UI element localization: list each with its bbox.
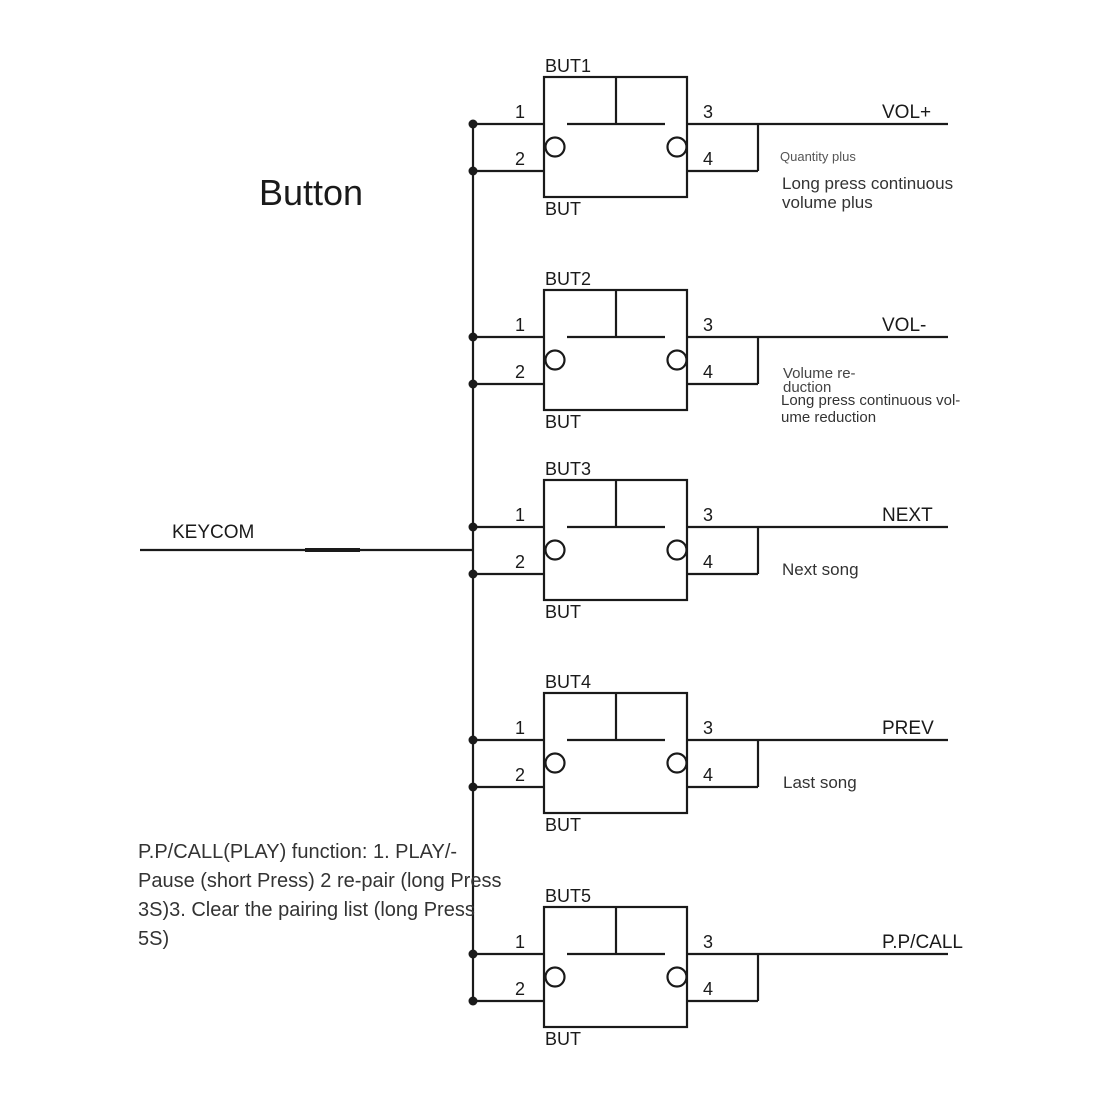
but4-pin3-label: 3 [703, 718, 713, 738]
but2-pin1-junction [468, 332, 478, 342]
but1-pin4-label: 4 [703, 149, 713, 169]
vol-minus-small-note: Volume re-duction [783, 365, 856, 396]
but1-pin3-label: 3 [703, 102, 713, 122]
but2-signal-label: VOL- [882, 315, 926, 336]
but4-pin1-junction [468, 735, 478, 745]
but4-label: BUT4 [545, 672, 591, 692]
but5-sub-label: BUT [545, 1029, 581, 1049]
button-group: BUT1BUT1234VOL+BUT2BUT1234VOL-BUT3BUT123… [468, 56, 963, 1049]
prev-note: Last song [783, 773, 857, 792]
but5-pin2-junction [468, 996, 478, 1006]
but1-contact-right [666, 136, 688, 158]
but1-sub-label: BUT [545, 199, 581, 219]
function-note: P.P/CALL(PLAY) function: 1. PLAY/-Pause … [138, 841, 502, 950]
but2-pin1-label: 1 [515, 315, 525, 335]
but3-pin2-label: 2 [515, 552, 525, 572]
but1-pin1-label: 1 [515, 102, 525, 122]
next-note: Next song [782, 560, 859, 579]
but3-pin1-junction [468, 522, 478, 532]
but4-pin2-label: 2 [515, 765, 525, 785]
but1-pin2-label: 2 [515, 149, 525, 169]
keycom-label: KEYCOM [172, 522, 254, 543]
but5-pin1-junction [468, 949, 478, 959]
but3-pin2-junction [468, 569, 478, 579]
but3-contact-left [544, 539, 566, 561]
but1-signal-label: VOL+ [882, 102, 931, 123]
vol-plus-note: Long press continuous volume plus [782, 174, 954, 212]
page-title: Button [259, 172, 364, 213]
but2-pin2-label: 2 [515, 362, 525, 382]
but5-contact-right [666, 966, 688, 988]
but3-pin3-label: 3 [703, 505, 713, 525]
but2-pin3-label: 3 [703, 315, 713, 335]
but2-label: BUT2 [545, 269, 591, 289]
but3-label: BUT3 [545, 459, 591, 479]
but5-pin3-label: 3 [703, 932, 713, 952]
but3-sub-label: BUT [545, 602, 581, 622]
but2-contact-right [666, 349, 688, 371]
but3-pin4-label: 4 [703, 552, 713, 572]
but2-sub-label: BUT [545, 412, 581, 432]
but1-contact-left [544, 136, 566, 158]
but2-contact-left [544, 349, 566, 371]
but4-signal-label: PREV [882, 718, 934, 739]
but3-signal-label: NEXT [882, 505, 933, 526]
but2-pin2-junction [468, 379, 478, 389]
but4-contact-right [666, 752, 688, 774]
but4-pin2-junction [468, 782, 478, 792]
vol-plus-small-note: Quantity plus [780, 149, 856, 164]
but2-pin4-label: 4 [703, 362, 713, 382]
but4-pin1-label: 1 [515, 718, 525, 738]
but1-label: BUT1 [545, 56, 591, 76]
but5-contact-left [544, 966, 566, 988]
but5-pin1-label: 1 [515, 932, 525, 952]
but3-contact-right [666, 539, 688, 561]
but5-label: BUT5 [545, 886, 591, 906]
but4-pin4-label: 4 [703, 765, 713, 785]
but1-pin1-junction [468, 119, 478, 129]
but5-signal-label: P.P/CALL [882, 932, 963, 953]
but4-sub-label: BUT [545, 815, 581, 835]
but1-pin2-junction [468, 166, 478, 176]
but5-pin4-label: 4 [703, 979, 713, 999]
but5-pin2-label: 2 [515, 979, 525, 999]
vol-minus-note: Long press continuous vol-ume reduction [781, 392, 961, 426]
but4-contact-left [544, 752, 566, 774]
but3-pin1-label: 1 [515, 505, 525, 525]
